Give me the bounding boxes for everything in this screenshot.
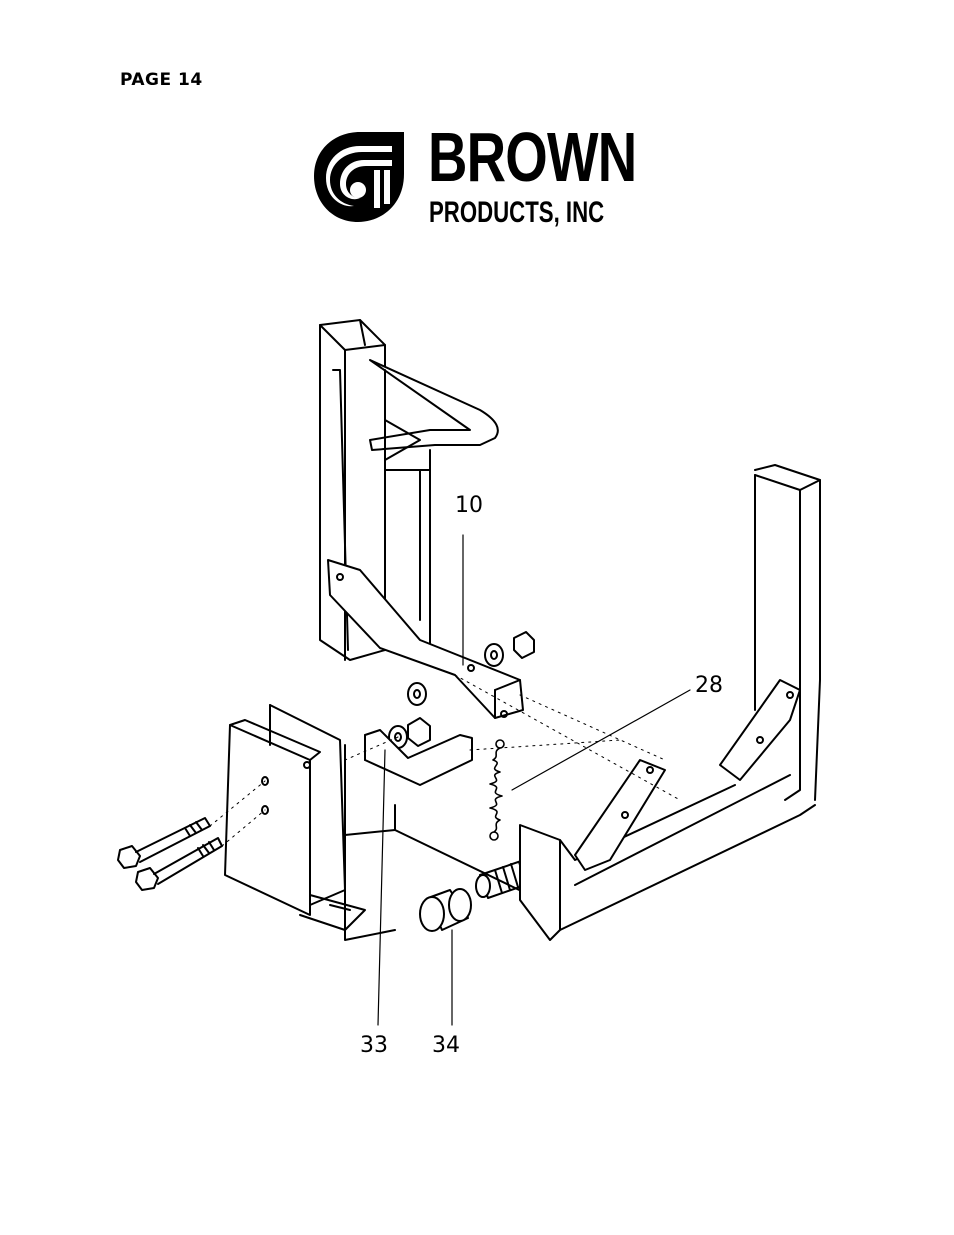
callout-28: 28 bbox=[695, 673, 723, 698]
callout-33: 33 bbox=[360, 1033, 388, 1058]
callout-10: 10 bbox=[455, 493, 483, 518]
bolts bbox=[118, 818, 222, 890]
callout-34: 34 bbox=[432, 1033, 460, 1058]
bushing-part-34 bbox=[420, 889, 471, 931]
spring-part-28 bbox=[490, 740, 504, 840]
